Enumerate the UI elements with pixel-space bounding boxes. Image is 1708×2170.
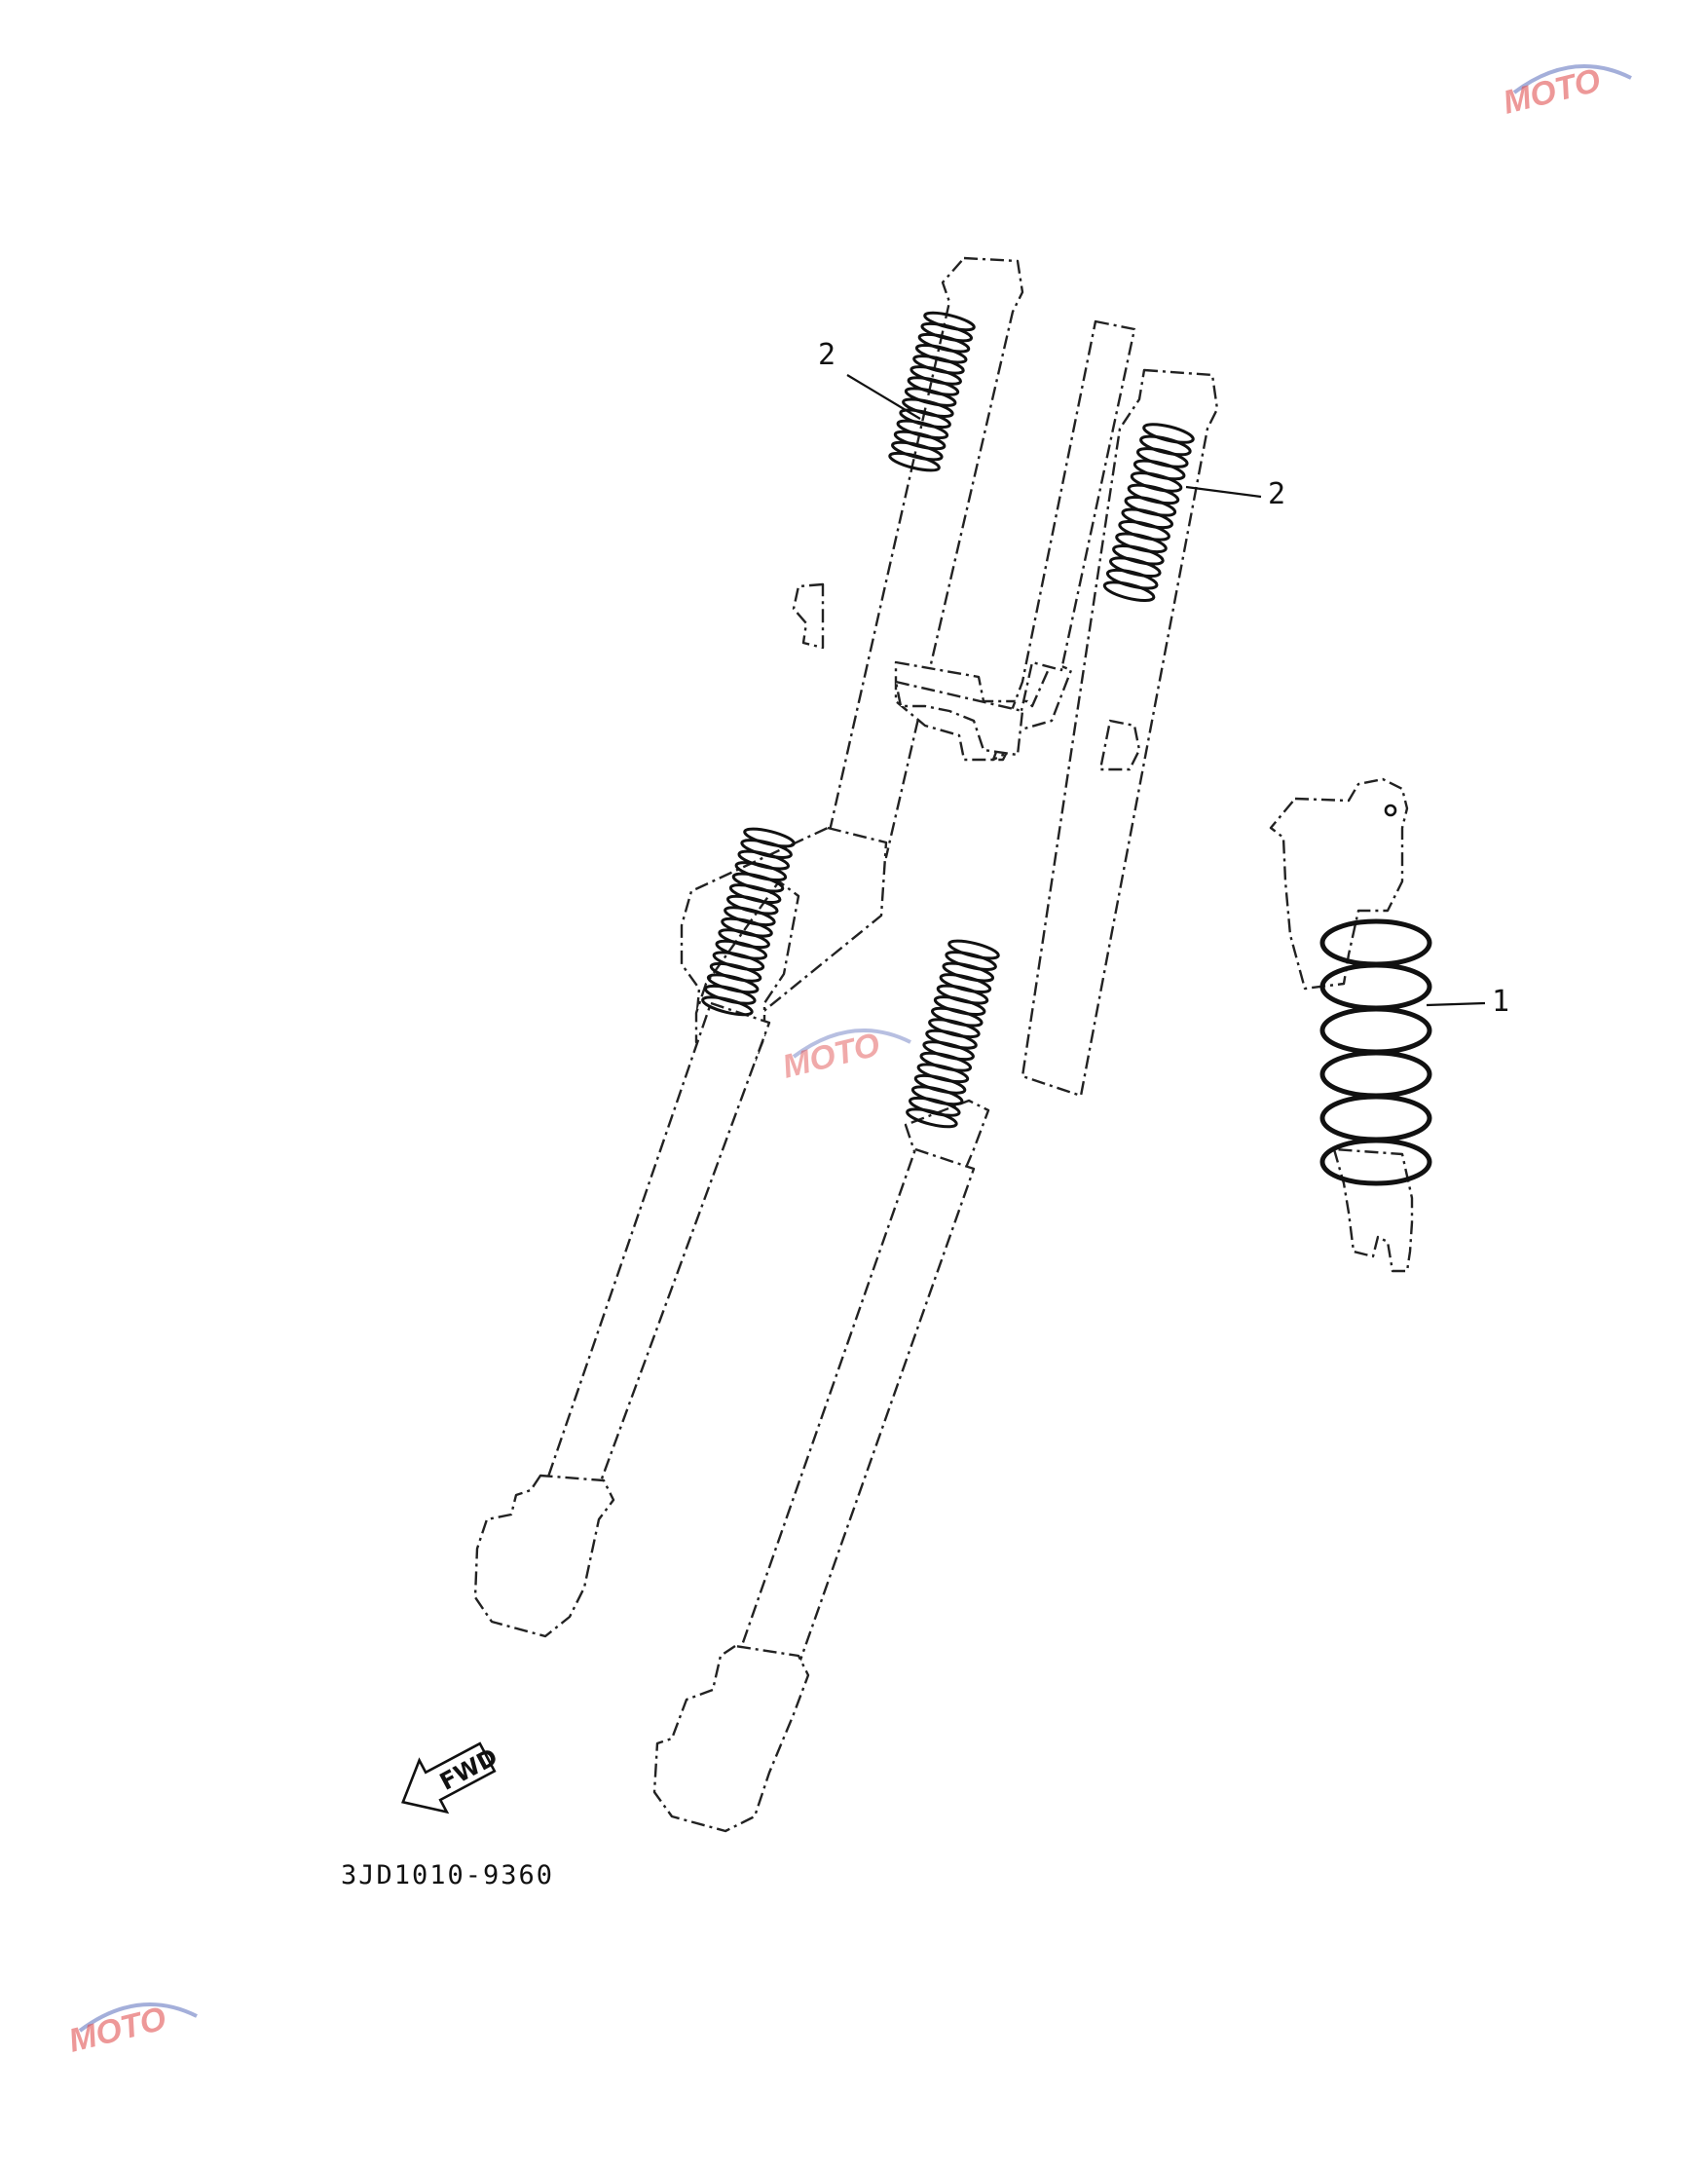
callout-spring-fork-left: 2: [818, 338, 836, 372]
callout-spring-rear: 1: [1492, 985, 1510, 1019]
spring-coil: [906, 1107, 958, 1129]
diagram-code: 3JD1010-9360: [341, 1860, 555, 1890]
spring-coil: [1102, 580, 1156, 602]
spring-fork-right-upper: [1102, 423, 1195, 602]
spring-coil: [939, 973, 992, 993]
spring-fork-left-lower: [701, 827, 796, 1017]
spring-coil: [1319, 1094, 1432, 1142]
fork-crown: [894, 319, 1136, 762]
fork-leg-right: [652, 368, 1219, 1833]
spring-coil: [1319, 962, 1432, 1011]
spring-coil: [933, 995, 986, 1017]
spring-coil: [1319, 1138, 1432, 1186]
spring-coil: [945, 951, 997, 971]
spring-fork-left-upper: [888, 311, 976, 472]
rear-shock-absorber: [1269, 777, 1432, 1273]
fwd-arrow-icon: FWD: [401, 1741, 502, 1815]
watermark-logo-center: MOTO: [764, 1018, 949, 1096]
watermark-logo-bottom: MOTO: [51, 1992, 236, 2070]
spring-coil: [1319, 1050, 1432, 1099]
leader-lines: [846, 374, 1486, 1007]
spring-coil: [888, 451, 941, 472]
fork-leg-left: [473, 256, 1024, 1638]
spring-coil: [942, 961, 995, 983]
spring-fork-right-lower: [906, 939, 1000, 1129]
spring-coil: [1319, 1006, 1432, 1055]
watermark-logo-top: MOTO: [1485, 54, 1670, 131]
spring-coil: [701, 995, 754, 1017]
spring-rear: [1319, 918, 1432, 1186]
callout-spring-fork-right: 2: [1268, 477, 1286, 511]
spring-coil: [936, 984, 989, 1005]
spring-coil: [947, 939, 1000, 960]
spring-coil: [743, 827, 796, 848]
